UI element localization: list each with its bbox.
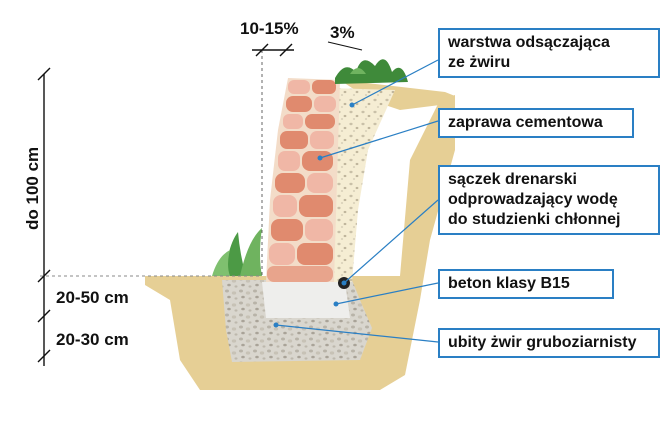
label-drain-pipe: sączek drenarski odprowadzający wodę do … bbox=[438, 165, 660, 235]
label-coarse-gravel: ubity żwir gruboziarnisty bbox=[438, 328, 660, 358]
leader-lines bbox=[275, 59, 439, 343]
leader-dots bbox=[273, 102, 355, 328]
label-concrete: beton klasy B15 bbox=[438, 269, 614, 299]
lean-dimension bbox=[252, 43, 294, 57]
height-dimension bbox=[37, 67, 51, 366]
slope-arrow bbox=[327, 41, 363, 51]
label-cement-mortar: zaprawa cementowa bbox=[438, 108, 634, 138]
gravel-depth-label: 20-30 cm bbox=[56, 330, 129, 349]
label-drainage-layer: warstwa odsączająca ze żwiru bbox=[438, 28, 660, 78]
lean-label: 10-15% bbox=[240, 19, 299, 38]
plants-top bbox=[335, 59, 408, 84]
wall-height-label: do 100 cm bbox=[23, 147, 42, 230]
soil bbox=[145, 80, 455, 390]
stone-wall bbox=[266, 78, 340, 282]
concrete-depth-label: 20-50 cm bbox=[56, 288, 129, 307]
slope-label: 3% bbox=[330, 23, 355, 42]
drainage-layer bbox=[330, 88, 395, 282]
concrete-slab bbox=[262, 282, 350, 318]
plants-left bbox=[212, 228, 262, 276]
